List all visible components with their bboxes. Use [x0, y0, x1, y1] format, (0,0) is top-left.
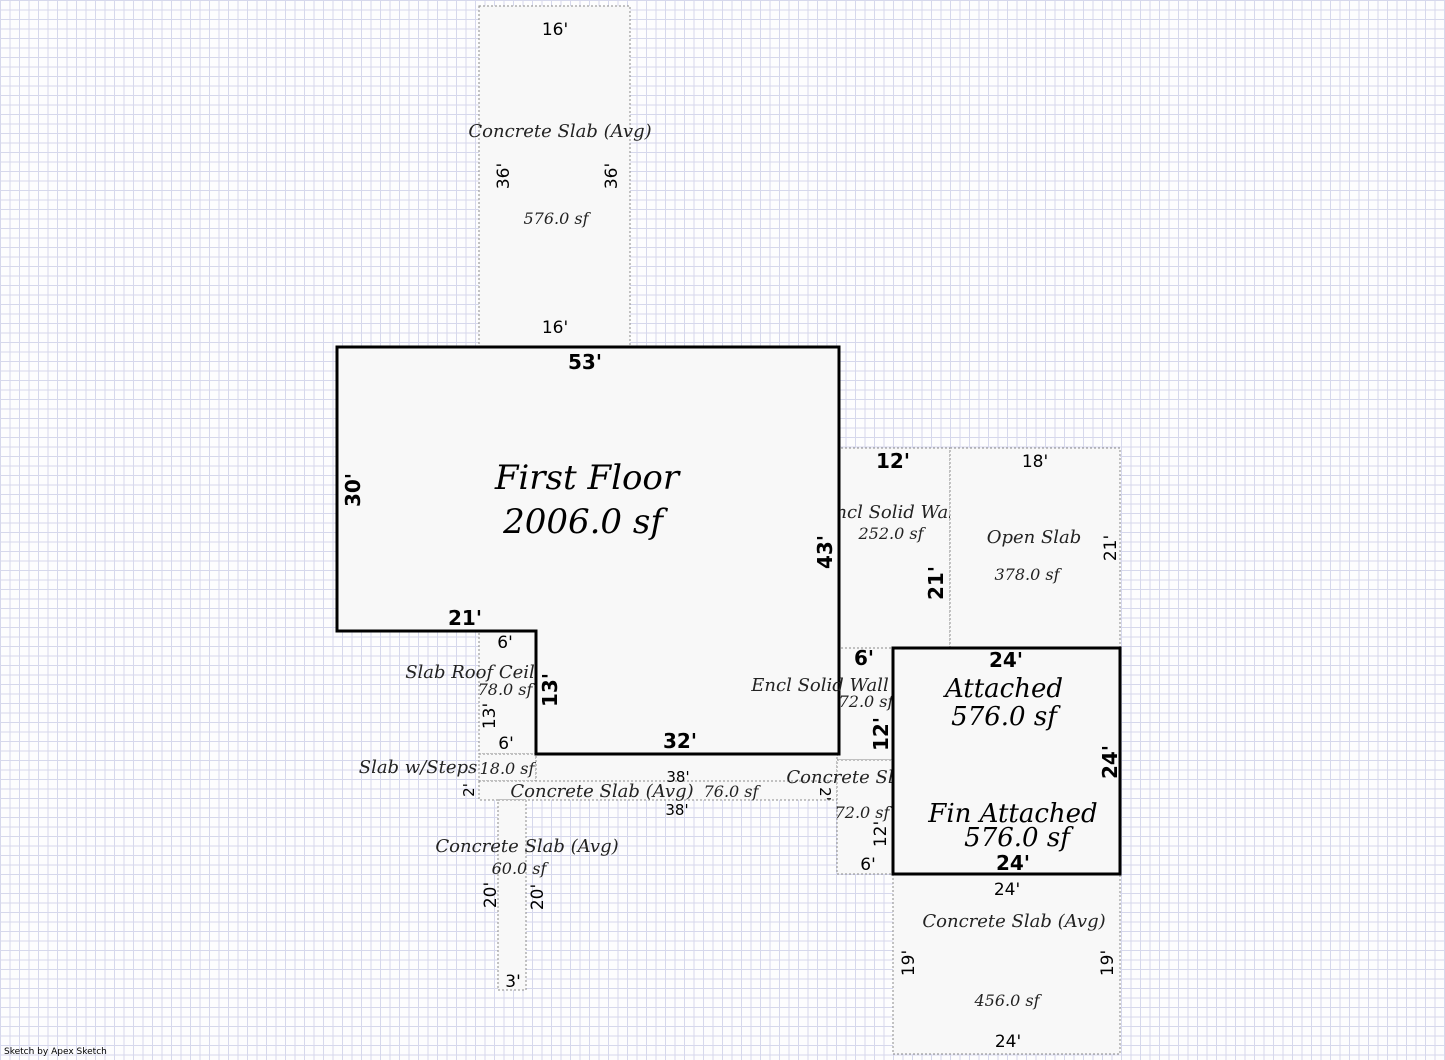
area-first-floor: 53' 30' First Floor 2006.0 sf 43' 21' 13… — [335, 345, 841, 756]
dim-bottom: 24' — [995, 1032, 1021, 1052]
dim-right: 21' — [1101, 535, 1121, 561]
dim-right: 21' — [924, 566, 948, 600]
dim-bottom: 16' — [542, 318, 568, 338]
dim-left: 19' — [899, 950, 919, 976]
dim-top: 24' — [989, 648, 1023, 672]
area-concrete-slab-bottom: 24' Concrete Slab (Avg) 19' 19' 456.0 sf… — [892, 873, 1121, 1055]
dim-notch-horizontal: 21' — [448, 606, 482, 630]
area-label: First Floor — [494, 458, 681, 498]
dim-top: 6' — [854, 646, 874, 670]
area-size: 2006.0 sf — [502, 502, 668, 542]
area-label: Open Slab — [987, 527, 1082, 548]
dim-top: 38' — [666, 768, 689, 786]
dim-bottom: 32' — [663, 729, 697, 753]
dim-left: 36' — [494, 163, 514, 189]
area-open-slab: 18' Open Slab 378.0 sf 21' — [949, 447, 1121, 649]
area-slab-with-steps: Slab w/Steps 18.0 sf 3 — [359, 753, 553, 782]
dim-right: 12' — [871, 821, 891, 847]
area-label: Attached — [943, 674, 1063, 704]
area-size: 18.0 sf — [480, 759, 538, 778]
area-size: 252.0 sf — [857, 524, 926, 543]
area-size: 60.0 sf — [492, 859, 550, 878]
dim-notch-vertical: 13' — [538, 673, 562, 707]
dim-right: 36' — [602, 163, 622, 189]
area-label: Concrete Slab (Avg) — [468, 121, 651, 142]
area-label: Concrete Slab (Avg) — [510, 781, 693, 802]
dim-left: 13' — [480, 703, 500, 729]
area-concrete-strip: 38' Concrete Slab (Avg) 76.0 sf 38' 2' 2… — [460, 753, 838, 819]
dim-bottom: 38' — [665, 801, 688, 819]
area-encl-solid-wall-lower: 6' 72.0 sf 12' — [836, 646, 897, 761]
area-size: 78.0 sf — [478, 680, 536, 699]
dim-bottom: 6' — [498, 734, 514, 754]
fin-attached-size: 576.0 sf — [964, 823, 1074, 853]
dim-top: 53' — [568, 350, 602, 374]
encl-solid-wall-lower-label: Encl Solid Wall — [750, 675, 889, 696]
dim-top: 18' — [1022, 452, 1048, 472]
area-label: Slab Roof Ceil — [405, 662, 535, 683]
dim-top: 12' — [876, 449, 910, 473]
area-encl-solid-wall-upper: 12' Encl Solid Wall 252.0 sf 21' — [821, 447, 960, 649]
dim-right: 2' — [816, 787, 834, 801]
area-size: 576.0 sf — [523, 209, 591, 228]
dim-left: 30' — [341, 473, 365, 507]
area-concrete-slab-top: 16' Concrete Slab (Avg) 36' 36' 576.0 sf… — [468, 5, 652, 347]
dim-right: 24' — [1098, 745, 1122, 779]
dim-bottom: 3' — [505, 972, 521, 992]
area-attached: 24' Attached 576.0 sf 24' Fin Attached 5… — [891, 646, 1122, 876]
fin-attached-label: Fin Attached — [927, 799, 1097, 829]
area-size: 72.0 sf — [839, 692, 897, 711]
area-size: 72.0 sf — [835, 803, 893, 822]
dim-top: 16' — [542, 20, 568, 40]
fin-attached-dim-bottom: 24' — [996, 851, 1030, 875]
dim-top: 6' — [497, 633, 513, 653]
dim-right: 20' — [528, 884, 548, 910]
area-slab-roof-ceil: 6' Slab Roof Ceil 78.0 sf 13' 6' — [405, 630, 537, 755]
dim-right: 19' — [1098, 950, 1118, 976]
dim-left: 2' — [460, 783, 478, 797]
sketch-credit: Sketch by Apex Sketch — [4, 1047, 107, 1057]
area-label: Encl Solid Wall — [821, 502, 960, 523]
dim-right: 43' — [813, 535, 837, 569]
area-label: Concrete Slab (Avg) — [922, 911, 1105, 932]
area-concrete-walkway: Concrete Slab (Avg) 60.0 sf 20' 20' 3' — [435, 799, 619, 992]
area-size: 378.0 sf — [994, 565, 1062, 584]
dim-bottom: 6' — [860, 855, 876, 875]
area-size: 76.0 sf — [704, 782, 762, 801]
dim-left: 20' — [481, 882, 501, 908]
dim-top: 24' — [994, 880, 1020, 900]
dim-right: 12' — [869, 717, 893, 751]
area-label: Slab w/Steps — [359, 757, 478, 778]
area-size: 456.0 sf — [973, 991, 1042, 1010]
area-size: 576.0 sf — [951, 702, 1061, 732]
area-label: Concrete Slab (Avg) — [435, 836, 618, 857]
